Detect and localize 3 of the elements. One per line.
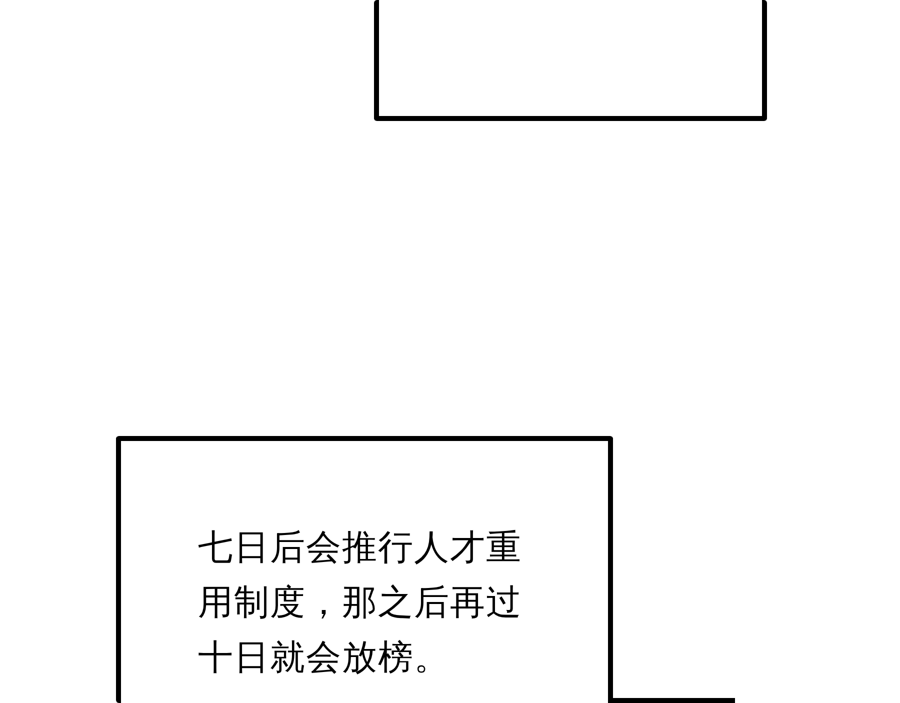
caption-box	[116, 436, 613, 703]
caption-text: 七日后会推行人才重用制度，那之后再过十日就会放榜。	[198, 527, 523, 680]
panel-box	[374, 0, 767, 121]
